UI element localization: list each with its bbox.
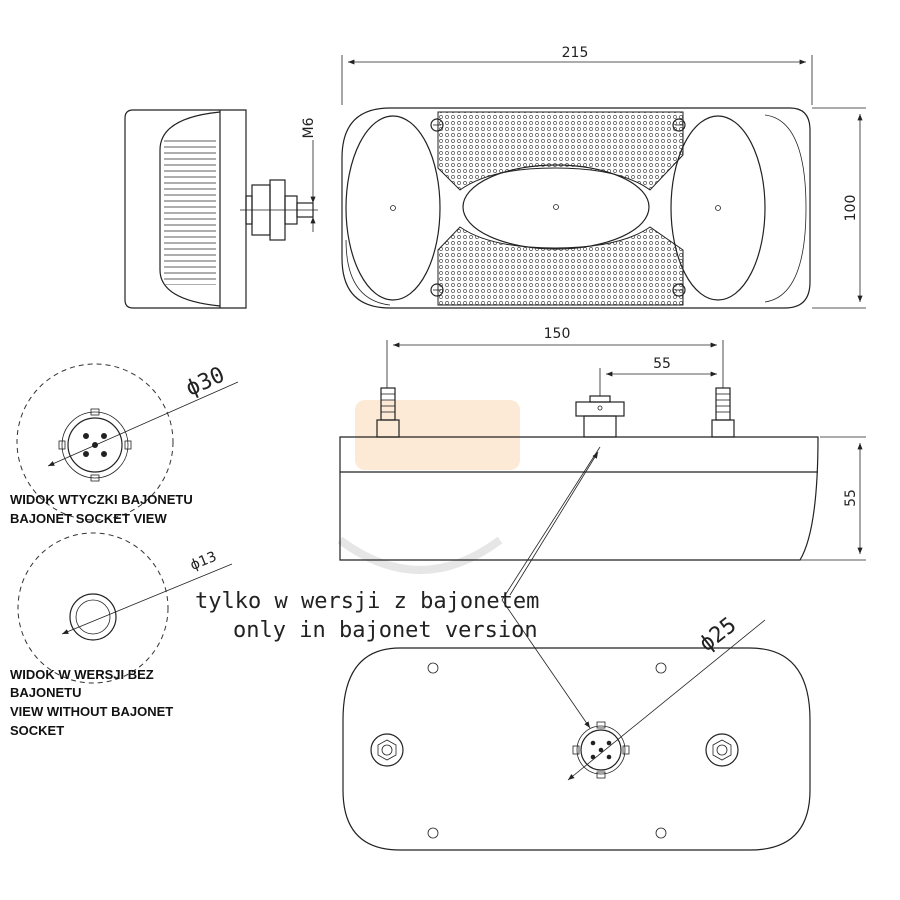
no-bayonet-view: ϕ13 bbox=[17, 532, 233, 684]
label-without-en-2: SOCKET bbox=[10, 723, 64, 738]
socket-view: ϕ30 bbox=[16, 363, 239, 521]
front-view: 215 100 bbox=[341, 45, 866, 309]
label-without-en-1: VIEW WITHOUT BAJONET bbox=[10, 704, 173, 719]
top-view: 150 55 55 bbox=[337, 326, 866, 574]
label-without-pl-1: WIDOK W WERSJI BEZ bbox=[10, 667, 154, 682]
label-socket-view-pl: WIDOK WTYCZKI BAJONETU bbox=[10, 492, 193, 507]
dim-bayonet-diameter: ϕ25 bbox=[695, 613, 742, 657]
label-without-pl-2: BAJONETU bbox=[10, 685, 82, 700]
dim-socket-diameter: ϕ30 bbox=[182, 363, 228, 402]
label-socket-view-en: BAJONET SOCKET VIEW bbox=[10, 511, 167, 526]
dim-length: 215 bbox=[562, 45, 589, 61]
side-view: M6 bbox=[124, 109, 318, 309]
dim-hole-diameter: ϕ13 bbox=[188, 549, 219, 574]
dim-height: 100 bbox=[843, 195, 859, 222]
back-view: ϕ25 bbox=[342, 446, 811, 851]
dim-bolt-spacing: 150 bbox=[544, 326, 571, 342]
note-bayonet-only-pl: tylko w wersji z bajonetem bbox=[195, 589, 539, 614]
dim-depth: 55 bbox=[843, 489, 859, 507]
dim-offset: 55 bbox=[653, 356, 671, 372]
dim-thread: M6 bbox=[301, 117, 317, 138]
note-bayonet-only-en: only in bajonet version bbox=[233, 618, 538, 643]
